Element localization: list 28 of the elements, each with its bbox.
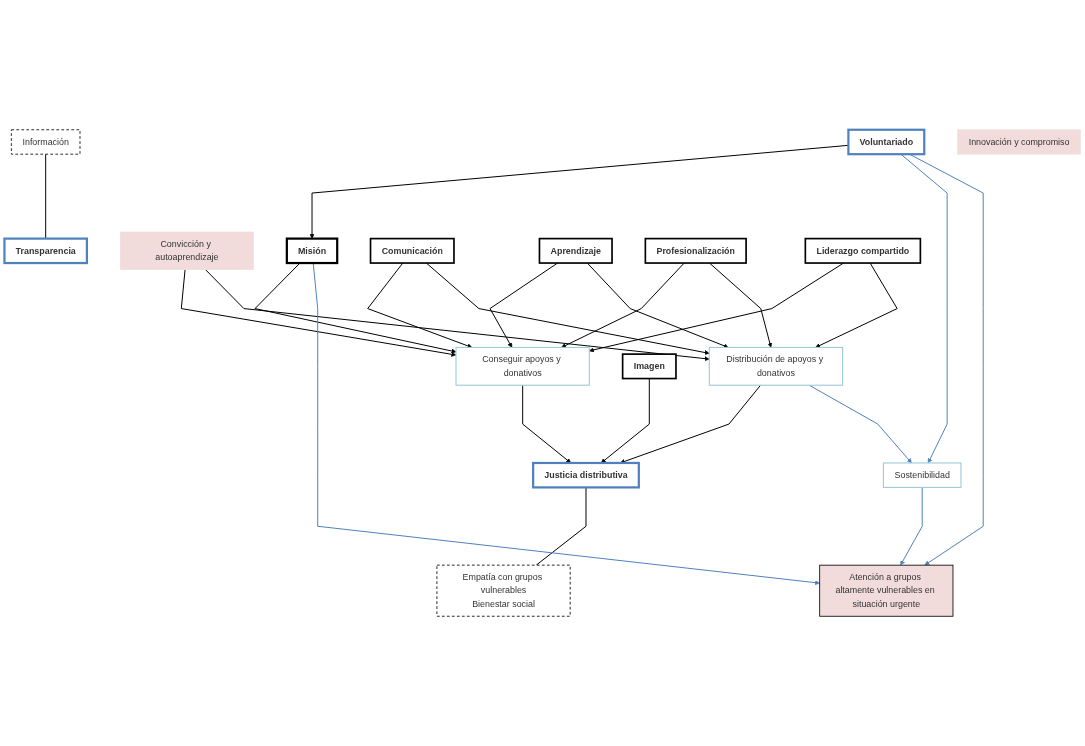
node-box: Aprendizaje <box>538 237 613 264</box>
node-box: Misión <box>285 237 339 265</box>
arrow <box>205 269 710 362</box>
arrow <box>309 144 849 239</box>
arrow <box>815 262 898 348</box>
node-box: Innovación y compromiso <box>957 129 1081 155</box>
node-box: Convicción y autoaprendizaje <box>119 231 254 270</box>
node-box: Comunicación <box>369 237 455 264</box>
arrow <box>367 262 473 349</box>
arrow <box>586 262 729 349</box>
node-box: Distribución de apoyos y donativos <box>708 346 844 386</box>
arrow <box>312 262 820 586</box>
node-box: Transparencia <box>3 237 88 265</box>
node-box: Empatía con grupos vulnerables Bienestar social <box>436 564 571 617</box>
arrow <box>180 269 457 357</box>
node-box: Información <box>10 129 81 155</box>
node-box: Sostenibilidad <box>882 462 962 488</box>
arrow <box>900 486 923 566</box>
node-box: Voluntariado <box>847 128 926 156</box>
arrow <box>425 262 710 355</box>
arrow <box>709 262 773 348</box>
node-box: Liderazgo compartido <box>804 237 922 264</box>
node-box: Atención a grupos altamente vulnerables en situación urgente <box>819 564 954 617</box>
node-box: Justicia distributiva <box>532 461 640 489</box>
node-box: Conseguir apoyos y donativos <box>455 346 590 386</box>
node-box: Profesionalización <box>644 237 747 264</box>
node-box: Imagen <box>621 353 677 380</box>
arrow <box>561 262 685 348</box>
